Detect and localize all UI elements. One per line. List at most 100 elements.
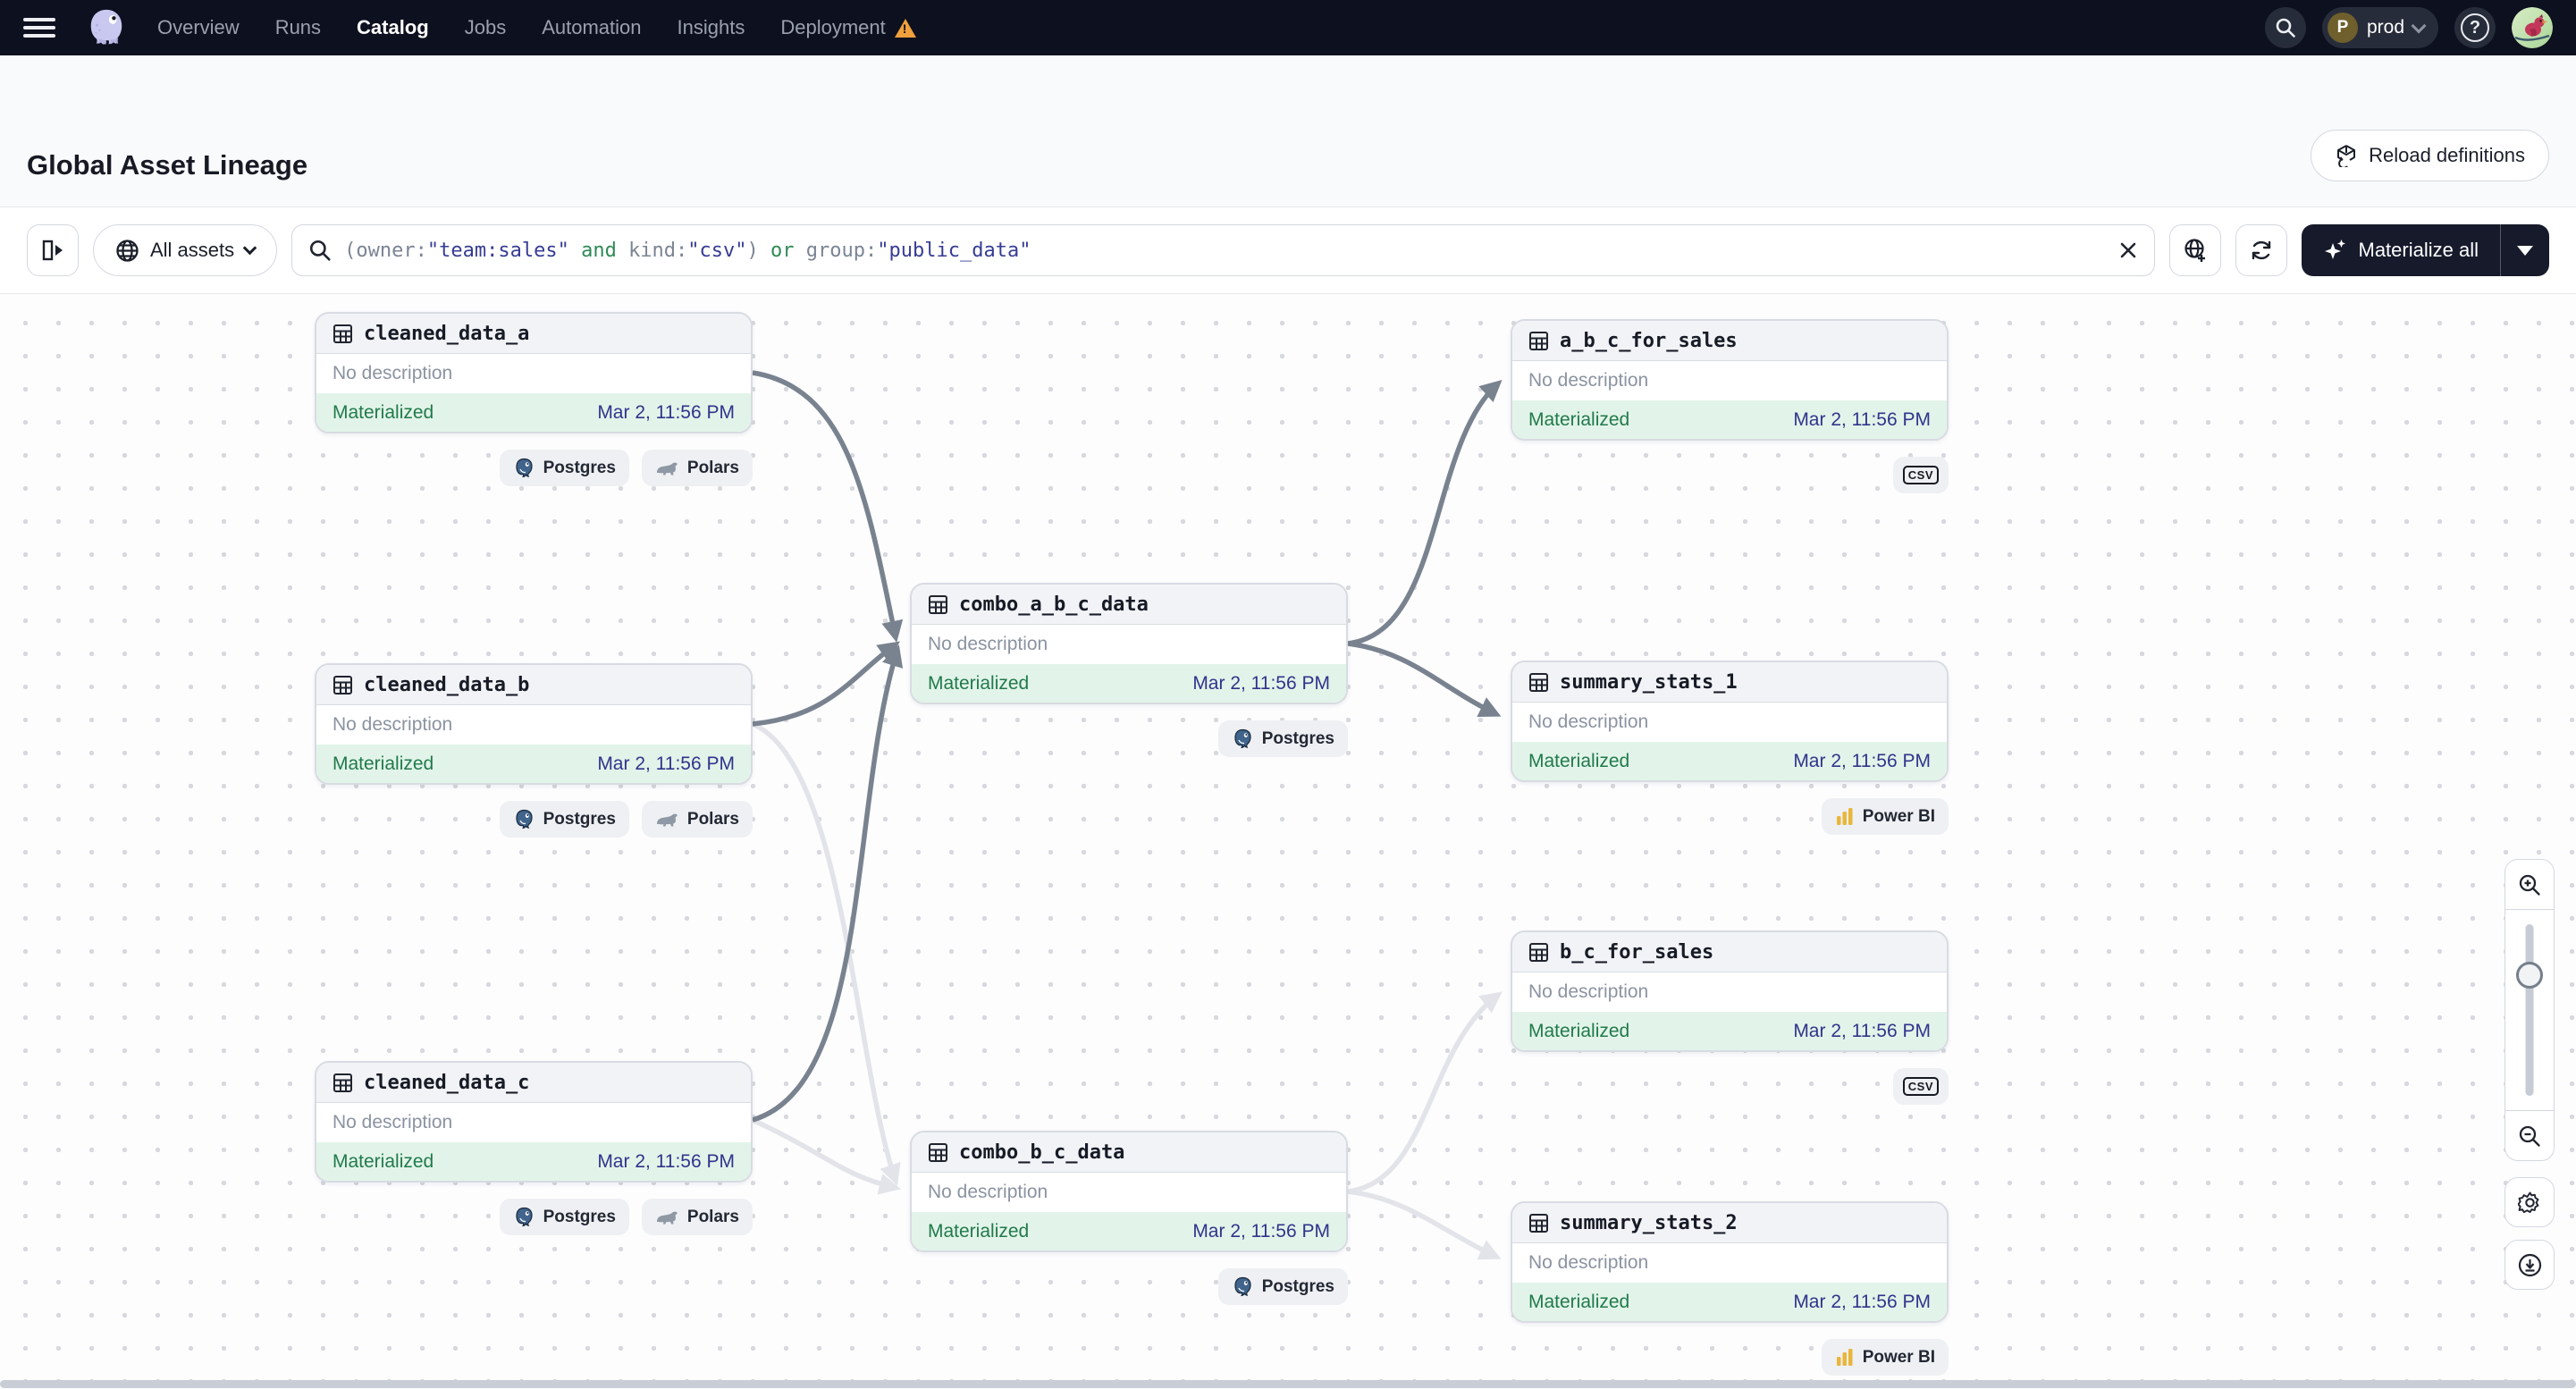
nav-item-insights[interactable]: Insights <box>677 16 745 38</box>
asset-node-cleaned-data-b[interactable]: cleaned_data_b No description Materializ… <box>315 663 753 785</box>
nav-item-catalog[interactable]: Catalog <box>357 16 429 38</box>
kind-tag-postgres[interactable]: Postgres <box>499 801 629 838</box>
zoom-in-button[interactable] <box>2505 860 2554 910</box>
avatar[interactable] <box>2512 7 2553 48</box>
asset-name: combo_b_c_data <box>959 1141 1125 1164</box>
filter-query-text[interactable]: (owner:"team:sales" and kind:"csv") or g… <box>344 239 1031 262</box>
status-badge: Materialized <box>1528 1291 1630 1312</box>
nav-item-automation[interactable]: Automation <box>542 16 642 38</box>
powerbi-icon <box>1836 1348 1853 1366</box>
asset-description: No description <box>1528 981 1649 1002</box>
edge-combo-abc-to-summary-1 <box>1347 641 1502 717</box>
asset-name: b_c_for_sales <box>1560 940 1714 964</box>
chevron-down-icon <box>242 240 257 256</box>
asset-description: No description <box>928 634 1048 654</box>
asset-node-summary-stats-2[interactable]: summary_stats_2 No description Materiali… <box>1511 1201 1949 1323</box>
nav-item-runs[interactable]: Runs <box>274 16 322 38</box>
postgres-icon <box>515 1207 533 1227</box>
status-badge: Materialized <box>928 672 1030 694</box>
download-image-button[interactable] <box>2504 1240 2555 1290</box>
asset-name: cleaned_data_a <box>364 322 530 345</box>
nav-item-jobs[interactable]: Jobs <box>464 16 507 38</box>
materialization-timestamp[interactable]: Mar 2, 11:56 PM <box>1793 750 1931 771</box>
table-icon <box>1529 1213 1548 1233</box>
materialization-timestamp[interactable]: Mar 2, 11:56 PM <box>597 753 735 774</box>
kind-tag-powerbi[interactable]: Power BI <box>1821 1339 1949 1376</box>
asset-name: summary_stats_2 <box>1560 1211 1738 1234</box>
graph-settings-button[interactable] <box>2504 1177 2555 1227</box>
materialization-timestamp[interactable]: Mar 2, 11:56 PM <box>597 1150 735 1172</box>
chevron-down-icon <box>2411 18 2427 34</box>
globe-plus-icon <box>2184 239 2205 262</box>
asset-node-a-b-c-for-sales[interactable]: a_b_c_for_sales No description Materiali… <box>1511 319 1949 441</box>
materialization-timestamp[interactable]: Mar 2, 11:56 PM <box>1793 1020 1931 1041</box>
nav-item-overview[interactable]: Overview <box>157 16 240 38</box>
asset-filter-input[interactable]: (owner:"team:sales" and kind:"csv") or g… <box>291 224 2155 276</box>
horizontal-scrollbar[interactable] <box>0 1380 2576 1388</box>
search-button[interactable] <box>2264 7 2306 48</box>
asset-node-combo-b-c-data[interactable]: combo_b_c_data No description Materializ… <box>910 1131 1348 1252</box>
menu-icon[interactable] <box>23 16 55 39</box>
zoom-slider[interactable] <box>2505 910 2554 1110</box>
view-scope-button[interactable] <box>2168 224 2221 276</box>
materialization-timestamp[interactable]: Mar 2, 11:56 PM <box>1793 1291 1931 1312</box>
kind-tag-powerbi[interactable]: Power BI <box>1821 798 1949 835</box>
lineage-canvas[interactable]: cleaned_data_a No description Materializ… <box>0 294 2576 1388</box>
kind-tag-polars[interactable]: Polars <box>641 450 753 486</box>
zoom-slider-track[interactable] <box>2525 924 2534 1096</box>
sparkles-icon <box>2324 240 2345 259</box>
materialization-timestamp[interactable]: Mar 2, 11:56 PM <box>1793 408 1931 430</box>
asset-description: No description <box>928 1182 1048 1202</box>
edge-cleaned-b-to-combo-abc <box>752 641 900 727</box>
zoom-slider-handle[interactable] <box>2516 962 2543 989</box>
table-icon <box>929 1142 947 1162</box>
kind-tag-csv[interactable]: CSV <box>1892 1068 1949 1105</box>
asset-name: combo_a_b_c_data <box>959 593 1149 616</box>
asset-name: summary_stats_1 <box>1560 670 1738 694</box>
asset-name: cleaned_data_b <box>364 673 530 696</box>
refresh-button[interactable] <box>2235 224 2287 276</box>
postgres-icon <box>515 458 533 478</box>
environment-switcher[interactable]: P prod <box>2321 7 2438 48</box>
materialization-timestamp[interactable]: Mar 2, 11:56 PM <box>1192 672 1330 694</box>
status-badge: Materialized <box>333 753 434 774</box>
status-badge: Materialized <box>1528 750 1630 771</box>
kind-tag-polars[interactable]: Polars <box>641 1199 753 1235</box>
kind-tag-postgres[interactable]: Postgres <box>499 1199 629 1235</box>
kind-tag-polars[interactable]: Polars <box>641 801 753 838</box>
reload-definitions-label: Reload definitions <box>2369 144 2525 166</box>
caret-down-icon <box>2517 245 2533 256</box>
asset-node-cleaned-data-a[interactable]: cleaned_data_a No description Materializ… <box>315 312 753 434</box>
nav-item-deployment[interactable]: Deployment <box>780 16 916 39</box>
edge-cleaned-c-to-combo-abc <box>752 644 904 1123</box>
reload-definitions-button[interactable]: Reload definitions <box>2311 130 2549 181</box>
table-icon <box>333 324 352 343</box>
materialize-options-button[interactable] <box>2500 224 2549 276</box>
asset-status-bar: Materialized Mar 2, 11:56 PM <box>912 1212 1346 1250</box>
dagster-logo-icon[interactable] <box>86 7 127 48</box>
asset-scope-dropdown[interactable]: All assets <box>93 224 278 276</box>
postgres-icon <box>1234 728 1251 749</box>
asset-status-bar: Materialized Mar 2, 11:56 PM <box>1512 400 1947 439</box>
kind-tag-csv[interactable]: CSV <box>1892 457 1949 493</box>
clear-filter-button[interactable] <box>2118 240 2138 260</box>
kind-tag-postgres[interactable]: Postgres <box>1217 720 1348 757</box>
zoom-control <box>2504 859 2555 1161</box>
polars-icon <box>656 1211 678 1224</box>
open-sidebar-button[interactable] <box>27 224 79 276</box>
asset-node-b-c-for-sales[interactable]: b_c_for_sales No description Materialize… <box>1511 930 1949 1052</box>
kind-tag-postgres[interactable]: Postgres <box>499 450 629 486</box>
asset-node-cleaned-data-c[interactable]: cleaned_data_c No description Materializ… <box>315 1061 753 1183</box>
powerbi-icon <box>1836 807 1853 825</box>
warning-icon <box>894 18 916 38</box>
kind-tag-postgres[interactable]: Postgres <box>1217 1268 1348 1305</box>
asset-node-combo-a-b-c-data[interactable]: combo_a_b_c_data No description Material… <box>910 583 1348 704</box>
materialization-timestamp[interactable]: Mar 2, 11:56 PM <box>1192 1220 1330 1242</box>
materialize-all-label: Materialize all <box>2358 239 2479 261</box>
materialize-all-button[interactable]: Materialize all <box>2302 224 2501 276</box>
help-button[interactable]: ? <box>2454 7 2496 48</box>
asset-node-summary-stats-1[interactable]: summary_stats_1 No description Materiali… <box>1511 661 1949 782</box>
asset-description: No description <box>333 714 453 735</box>
materialization-timestamp[interactable]: Mar 2, 11:56 PM <box>597 401 735 423</box>
zoom-out-button[interactable] <box>2505 1110 2554 1160</box>
